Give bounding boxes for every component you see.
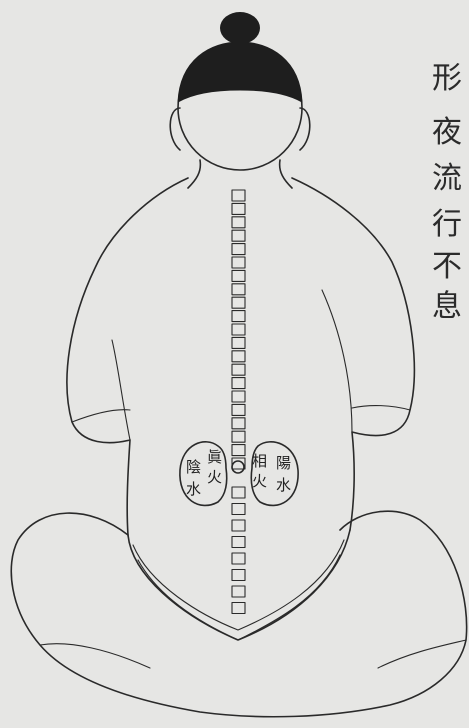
vertebra-upper bbox=[232, 418, 245, 429]
side-text-char-3: 流 bbox=[432, 161, 462, 196]
torso-outline bbox=[67, 178, 414, 535]
right-kidney-label-bottom: 水 bbox=[276, 476, 291, 494]
vertebra-upper bbox=[232, 190, 245, 201]
vertebra-upper bbox=[232, 217, 245, 228]
vertebra-lower bbox=[232, 586, 245, 597]
right-kidney-inner-bottom: 火 bbox=[252, 472, 267, 490]
vertebra-upper bbox=[232, 270, 245, 281]
vertebra-upper bbox=[232, 364, 245, 375]
spine-vertebrae bbox=[232, 190, 245, 614]
vertebra-upper bbox=[232, 284, 245, 295]
right-arm-inner bbox=[322, 290, 352, 432]
vertebra-upper bbox=[232, 351, 245, 362]
vertebra-upper bbox=[232, 257, 245, 268]
vertebra-upper bbox=[232, 391, 245, 402]
vertebra-upper bbox=[232, 445, 245, 456]
vertebra-upper bbox=[232, 244, 245, 255]
left-kidney-inner-top: 眞 bbox=[207, 448, 222, 466]
left-elbow-line bbox=[72, 410, 130, 422]
right-elbow-line bbox=[352, 406, 410, 410]
left-knee-line bbox=[40, 644, 150, 668]
right-knee-line bbox=[378, 640, 466, 668]
vertebra-upper bbox=[232, 337, 245, 348]
side-text-char-6: 息 bbox=[432, 289, 462, 324]
left-kidney-inner-bottom: 火 bbox=[207, 468, 222, 486]
neck-outline bbox=[188, 160, 292, 188]
lower-back-outline bbox=[128, 530, 350, 640]
side-text-char-2: 夜 bbox=[432, 115, 462, 150]
hair-bun bbox=[220, 12, 260, 44]
vertebra-lower bbox=[232, 603, 245, 614]
vertebra-lower bbox=[232, 487, 245, 498]
mingmen-point bbox=[232, 461, 244, 473]
vertebra-upper bbox=[232, 324, 245, 335]
vertebra-lower bbox=[232, 537, 245, 548]
vertebra-upper bbox=[232, 311, 245, 322]
left-kidney-label-top: 陰 bbox=[186, 458, 201, 476]
vertebra-lower bbox=[232, 570, 245, 581]
left-arm-inner bbox=[112, 340, 130, 440]
side-text-char-4: 行 bbox=[432, 207, 462, 242]
right-kidney-label-top: 陽 bbox=[276, 454, 291, 472]
vertebra-upper bbox=[232, 203, 245, 214]
vertebra-lower bbox=[232, 520, 245, 531]
vertebra-upper bbox=[232, 230, 245, 241]
vertebra-lower bbox=[232, 553, 245, 564]
hair bbox=[178, 42, 302, 102]
vertebra-upper bbox=[232, 378, 245, 389]
side-text-char-1: 形 bbox=[432, 61, 462, 96]
side-text-char-5: 不 bbox=[432, 249, 462, 284]
vertebra-lower bbox=[232, 504, 245, 515]
vertebra-upper bbox=[232, 404, 245, 415]
right-kidney-inner-top: 相 bbox=[252, 452, 267, 470]
vertebra-upper bbox=[232, 431, 245, 442]
left-kidney-label-bottom: 水 bbox=[186, 480, 201, 498]
vertebra-upper bbox=[232, 297, 245, 308]
